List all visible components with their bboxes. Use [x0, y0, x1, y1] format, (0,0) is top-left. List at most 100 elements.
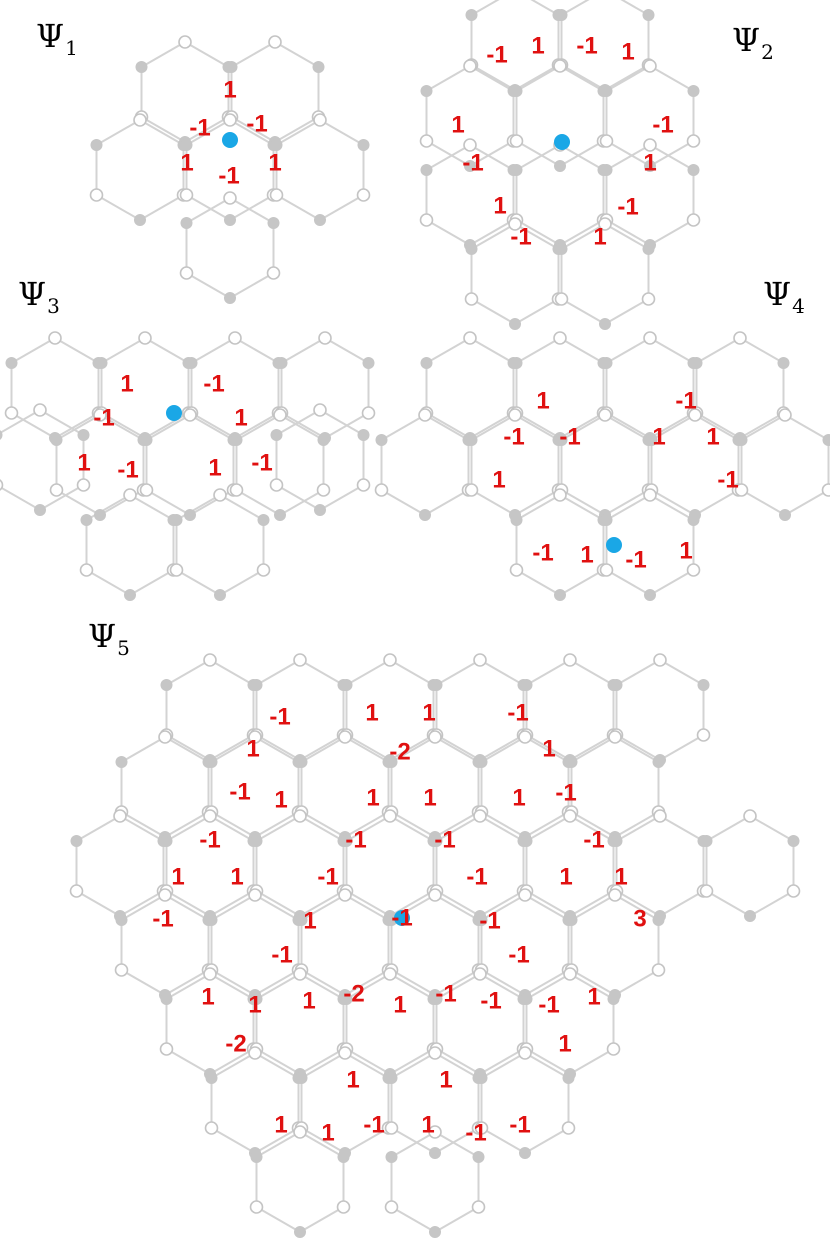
- filled-site: [610, 679, 623, 691]
- open-site: [269, 188, 284, 202]
- open-site: [473, 967, 487, 981]
- open-site: [518, 730, 532, 744]
- open-site: [643, 331, 657, 345]
- center-site-psi3: [166, 405, 182, 421]
- open-site: [509, 134, 524, 148]
- lattice-bond: [571, 894, 616, 921]
- lattice-bond: [391, 811, 436, 838]
- open-site: [139, 483, 154, 497]
- coefficient-label: -1: [345, 827, 366, 854]
- lattice-bond: [0, 409, 41, 435]
- coefficient-label: 1: [493, 193, 506, 220]
- lattice-bond: [479, 734, 524, 761]
- coefficient-label: 1: [512, 785, 525, 812]
- filled-site: [224, 292, 236, 304]
- lattice-bond: [391, 736, 436, 763]
- lattice-bond: [526, 1048, 571, 1075]
- lattice-bond: [119, 815, 164, 842]
- coefficient-label: -1: [675, 388, 696, 415]
- open-site: [696, 728, 711, 742]
- lattice-bond: [659, 659, 704, 686]
- coefficient-label: 1: [303, 908, 316, 935]
- lattice-bond: [166, 734, 211, 761]
- lattice-bond: [191, 412, 236, 439]
- title-subscript: 3: [47, 294, 60, 318]
- coefficient-label: 1: [393, 992, 406, 1019]
- lattice-bond: [606, 337, 651, 364]
- lattice-bond: [526, 973, 571, 1000]
- filled-site: [519, 1147, 531, 1159]
- open-site: [686, 563, 701, 577]
- coefficient-label: 1: [643, 150, 656, 177]
- lattice-bond: [209, 973, 254, 1000]
- filled-site: [0, 430, 3, 440]
- lattice-bond: [616, 659, 661, 686]
- lattice-bond: [301, 1127, 346, 1154]
- lattice-bond: [469, 144, 514, 171]
- filled-site: [610, 835, 623, 847]
- lattice-bond: [516, 219, 561, 246]
- lattice-bond: [471, 298, 516, 325]
- lattice-bond: [516, 140, 561, 167]
- open-site: [606, 1042, 621, 1056]
- lattice-bond: [514, 64, 559, 91]
- open-site: [428, 1125, 442, 1139]
- lattice-bond: [614, 969, 659, 996]
- open-site: [248, 730, 262, 744]
- filled-site: [697, 679, 710, 691]
- filled-site: [180, 217, 193, 229]
- coefficient-label: -1: [717, 467, 738, 494]
- lattice-bond: [606, 219, 651, 246]
- coefficient-label: -2: [343, 981, 364, 1008]
- lattice-bond: [571, 969, 616, 996]
- coefficient-label: 1: [422, 700, 435, 727]
- filled-site: [465, 434, 478, 446]
- lattice-bond: [11, 337, 56, 364]
- lattice-bond: [121, 894, 166, 921]
- lattice-bond: [436, 815, 481, 842]
- filled-site: [510, 514, 523, 526]
- filled-site: [464, 160, 476, 172]
- lattice-bond: [434, 894, 479, 921]
- filled-site: [465, 243, 478, 255]
- filled-site: [205, 1072, 218, 1084]
- open-site: [786, 884, 801, 898]
- filled-site: [357, 139, 370, 151]
- coefficient-label: -1: [93, 405, 114, 432]
- filled-site: [160, 679, 173, 691]
- lattice-bond: [481, 736, 526, 763]
- coefficient-label: 3: [633, 906, 646, 933]
- filled-site: [600, 85, 613, 97]
- coefficient-label: 1: [230, 864, 243, 891]
- filled-site: [267, 217, 280, 229]
- lattice-bond: [436, 1048, 481, 1075]
- lattice-bond: [436, 973, 481, 1000]
- lattice-bond: [319, 194, 364, 221]
- lattice-bond: [129, 494, 174, 521]
- title-symbol: Ψ: [88, 617, 117, 655]
- lattice-bond: [301, 811, 346, 838]
- lattice-bond: [659, 734, 704, 761]
- lattice-bond: [516, 144, 561, 171]
- lattice-bond: [479, 973, 524, 1000]
- open-site: [356, 478, 371, 492]
- filled-site: [250, 1151, 263, 1163]
- filled-site: [430, 679, 443, 691]
- open-site: [79, 563, 94, 577]
- lattice-bond: [319, 409, 364, 436]
- filled-site: [420, 164, 433, 176]
- open-site: [338, 730, 352, 744]
- lattice-bond: [479, 815, 524, 842]
- lattice-bond: [649, 65, 694, 92]
- lattice-psi2: [425, 0, 695, 325]
- lattice-bond: [209, 659, 254, 686]
- open-site: [464, 292, 479, 306]
- coefficient-label: -1: [479, 908, 500, 935]
- lattice-bond: [649, 494, 694, 521]
- open-site: [229, 483, 244, 497]
- panel-title-psi5: Ψ5: [88, 617, 130, 658]
- open-site: [508, 408, 522, 422]
- sites-psi1: [89, 35, 371, 304]
- lattice-bond: [561, 64, 606, 91]
- lattice-bond: [434, 969, 479, 996]
